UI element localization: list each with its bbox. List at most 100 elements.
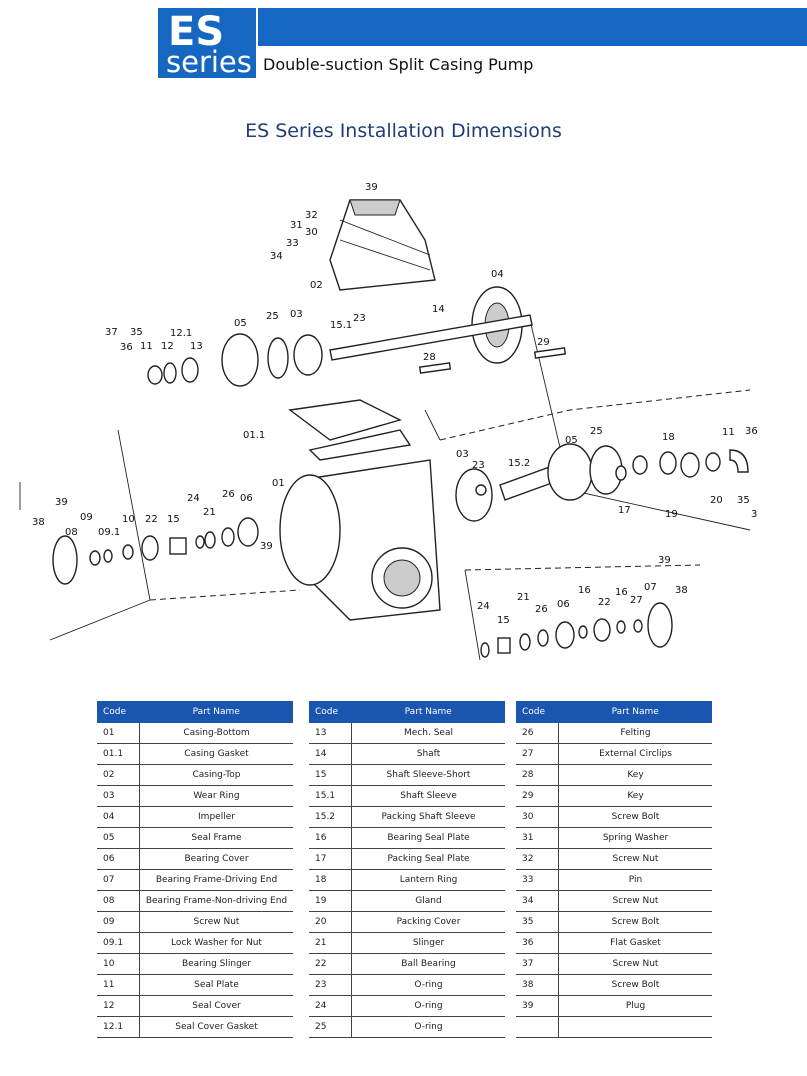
part-code: 12 — [97, 995, 140, 1017]
part-name: Key — [558, 785, 712, 807]
part-code: 19 — [309, 890, 352, 912]
part-name: Felting — [558, 723, 712, 744]
exploded-view-diagram: 39 32 31 30 33 34 02 04 14 15.1 23 03 25… — [19, 182, 758, 661]
part-code: 29 — [516, 785, 559, 807]
label-31: 31 — [290, 220, 303, 231]
part-name: Packing Seal Plate — [351, 848, 505, 870]
label-24-left: 24 — [187, 493, 200, 504]
part-name: External Circlips — [558, 743, 712, 765]
label-16-a: 16 — [578, 585, 591, 596]
part-code: 12.1 — [97, 1016, 140, 1038]
part-code: 21 — [309, 932, 352, 954]
label-18: 18 — [662, 432, 675, 443]
part-code: 38 — [516, 974, 559, 996]
part-code: 39 — [516, 995, 559, 1017]
part-code: 09 — [97, 911, 140, 933]
part-name: Bearing Frame-Non-driving End — [139, 890, 293, 912]
part-name: Screw Nut — [558, 890, 712, 912]
label-13: 13 — [190, 341, 203, 352]
part-name: Wear Ring — [139, 785, 293, 807]
column-header-code: Code — [309, 701, 352, 723]
label-22-right: 22 — [598, 597, 611, 608]
label-36-left: 36 — [120, 342, 133, 353]
label-39-mid: 39 — [260, 541, 273, 552]
label-05-right: 05 — [565, 435, 578, 446]
part-name: Bearing Slinger — [139, 953, 293, 975]
label-04: 04 — [491, 269, 504, 280]
label-33: 33 — [286, 238, 299, 249]
part-name: Seal Frame — [139, 827, 293, 849]
label-25-top: 25 — [266, 311, 279, 322]
part-name: Lantern Ring — [351, 869, 505, 891]
part-code: 14 — [309, 743, 352, 765]
label-38-right: 38 — [675, 585, 688, 596]
part-name: Screw Nut — [558, 953, 712, 975]
label-32: 32 — [305, 210, 318, 221]
label-12: 12 — [161, 341, 174, 352]
logo-es-text: ES — [168, 9, 225, 55]
part-name: Mech. Seal — [351, 723, 505, 744]
part-name — [558, 1016, 712, 1038]
part-name: Packing Cover — [351, 911, 505, 933]
label-02: 02 — [310, 280, 323, 291]
table-header-row: Code Part Name — [97, 701, 293, 723]
header-banner — [258, 8, 807, 46]
label-3-cut: 3 — [751, 509, 757, 520]
part-code: 28 — [516, 764, 559, 786]
part-code: 35 — [516, 911, 559, 933]
part-code: 34 — [516, 890, 559, 912]
part-code: 26 — [516, 723, 559, 744]
label-10: 10 — [122, 514, 135, 525]
part-code: 33 — [516, 869, 559, 891]
part-name: Seal Plate — [139, 974, 293, 996]
label-35-right: 35 — [737, 495, 750, 506]
part-code: 36 — [516, 932, 559, 954]
part-name: Screw Bolt — [558, 974, 712, 996]
part-code: 20 — [309, 911, 352, 933]
part-name: Ball Bearing — [351, 953, 505, 975]
part-name: Key — [558, 764, 712, 786]
label-30: 30 — [305, 227, 318, 238]
part-code: 08 — [97, 890, 140, 912]
label-14: 14 — [432, 304, 445, 315]
part-code: 01.1 — [97, 743, 140, 765]
part-code: 16 — [309, 827, 352, 849]
part-name: Casing Gasket — [139, 743, 293, 765]
label-11-left: 11 — [140, 341, 153, 352]
column-header-code: Code — [516, 701, 559, 723]
part-code: 32 — [516, 848, 559, 870]
label-24-right: 24 — [477, 601, 490, 612]
part-name: Shaft Sleeve-Short — [351, 764, 505, 786]
label-37: 37 — [105, 327, 118, 338]
label-15-right: 15 — [497, 615, 510, 626]
column-header-code: Code — [97, 701, 140, 723]
part-name: Screw Bolt — [558, 806, 712, 828]
part-code: 30 — [516, 806, 559, 828]
label-21-right: 21 — [517, 592, 530, 603]
label-36-right: 36 — [745, 426, 758, 437]
